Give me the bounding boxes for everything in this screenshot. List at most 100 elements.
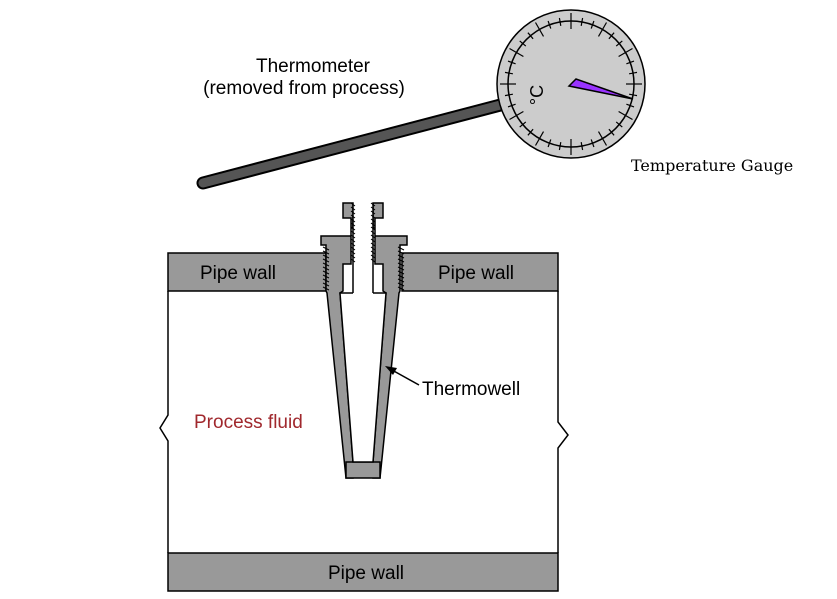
thread-mark [322,250,330,255]
thread-mark [322,286,330,291]
thread-mark [397,262,405,267]
gauge-tick [628,93,638,97]
gauge-unit-label: °C [527,85,547,105]
thread-mark [370,226,376,231]
thread-mark [370,234,376,239]
thread-mark [350,230,356,235]
gauge-tick [547,139,552,148]
thread-mark [397,250,405,255]
pipe-right-boundary [557,291,569,553]
thermometer-stem [196,96,515,190]
thermowell-threads [322,202,405,291]
thread-mark [322,270,330,275]
thread-mark [397,278,405,283]
thread-mark [397,258,405,263]
gauge-tick [547,20,552,29]
gauge-tick [527,32,534,40]
thread-mark [370,218,376,223]
thread-mark [350,218,356,223]
thermometer-label-line1: Thermometer [256,56,371,77]
gauge-tick [608,32,615,40]
gauge-tick [597,22,608,37]
thermowell [320,202,408,479]
gauge-tick [628,71,638,75]
gauge-tick [504,71,514,75]
thread-mark [350,246,356,251]
gauge-tick [590,139,595,148]
thread-mark [397,254,405,259]
thread-mark [370,202,376,207]
gauge-tick [626,103,635,108]
thermowell-leader-arrow [385,366,420,386]
pipe-wall-top-right [401,252,559,292]
thread-mark [370,258,376,263]
thread-mark [350,210,356,215]
thread-mark [370,250,376,255]
thread-mark [370,242,376,247]
gauge-tick [509,110,524,121]
thread-mark [322,258,330,263]
thread-mark [397,270,405,275]
thread-mark [370,238,376,243]
thread-mark [350,254,356,259]
gauge-tick [534,131,545,146]
thread-mark [397,282,405,287]
thread-mark [322,246,330,251]
gauge-tick [558,17,562,27]
thermometer-label-line2: (removed from process) [203,78,405,99]
thread-mark [350,206,356,211]
thread-mark [322,282,330,287]
gauge-tick [504,93,514,97]
thread-mark [350,202,356,207]
gauge-tick [519,121,527,128]
thread-mark [350,258,356,263]
pipe-wall-label-bottom: Pipe wall [328,563,404,584]
temperature-gauge: °C [496,9,646,159]
gauge-tick [580,141,584,151]
thread-mark [370,230,376,235]
gauge-pointer [567,78,634,100]
gauge-ticks [500,13,642,155]
gauge-tick [507,103,516,108]
thread-mark [350,234,356,239]
pipe-wall-bottom [167,552,559,592]
gauge-tick [618,47,633,58]
process-fluid-label: Process fluid [194,412,303,433]
thread-mark [370,246,376,251]
gauge-tick [626,60,635,65]
thread-mark [370,214,376,219]
pipe-wall-label-top-left: Pipe wall [200,263,276,284]
thread-mark [350,242,356,247]
thread-mark [370,210,376,215]
thread-mark [370,222,376,227]
thread-mark [370,206,376,211]
gauge-tick [590,20,595,29]
thread-mark [322,262,330,267]
gauge-tick [608,128,615,136]
gauge-tick [558,141,562,151]
thread-mark [350,222,356,227]
thread-mark [350,214,356,219]
thread-mark [322,274,330,279]
gauge-tick [597,131,608,146]
thread-mark [397,246,405,251]
thread-mark [322,254,330,259]
gauge-tick [615,40,623,47]
thermowell-label: Thermowell [422,379,520,400]
gauge-tick [618,110,633,121]
thread-mark [322,278,330,283]
thread-mark [397,286,405,291]
gauge-tick [507,60,516,65]
thread-mark [350,250,356,255]
temperature-gauge-label: Temperature Gauge [631,156,793,175]
gauge-tick [509,47,524,58]
gauge-tick [519,40,527,47]
thread-mark [350,226,356,231]
thread-mark [370,254,376,259]
thread-mark [350,238,356,243]
gauge-tick [615,121,623,128]
gauge-tick [534,22,545,37]
gauge-tick [527,128,534,136]
pipe-left-boundary [159,291,169,553]
